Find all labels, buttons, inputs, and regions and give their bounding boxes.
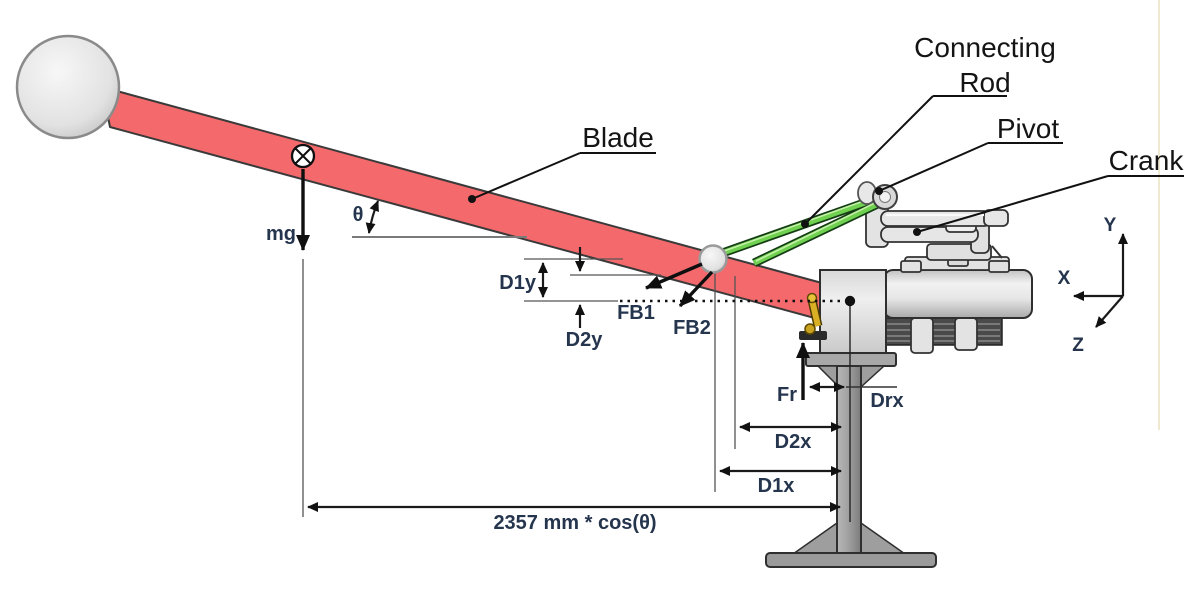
gusset-left (790, 521, 838, 555)
horizontal-dimensions: D2x D1x 2357 mm * cos(θ) (307, 422, 842, 534)
theta-arc (365, 200, 380, 234)
motor-foot-right (954, 317, 978, 351)
motor-body (883, 269, 1033, 319)
coordinate-axes: Y X Z (1058, 215, 1128, 356)
z-axis-arrow (1095, 295, 1124, 328)
weight-annotation: mg (266, 143, 316, 517)
crank-bar-upper (880, 210, 992, 227)
callout-blade: Blade (468, 122, 656, 203)
drx-label: Drx (870, 390, 903, 412)
mount-clamp (799, 331, 827, 340)
pedestal (765, 352, 937, 568)
blade-label: Blade (582, 122, 654, 153)
gusset-right (860, 521, 908, 555)
motor-foot-left (910, 317, 934, 354)
y-axis-label: Y (1104, 215, 1117, 236)
fb2-arrow (678, 270, 714, 308)
callout-pivot: Pivot (875, 113, 1063, 195)
fb2-label: FB2 (673, 317, 711, 339)
crank-label: Crank (1109, 145, 1185, 176)
mg-label: mg (266, 223, 296, 245)
fr-label: Fr (777, 384, 797, 406)
theta-label: θ (353, 204, 364, 226)
vertical-dimensions: D1y D2y (499, 247, 661, 351)
fb1-label: FB1 (617, 302, 655, 324)
adjuster-link (804, 292, 823, 335)
blade-force-arrows: FB1 FB2 (617, 262, 714, 339)
gearbox-block (819, 269, 887, 354)
angle-annotation: θ (352, 200, 527, 238)
d2y-label: D2y (566, 329, 604, 351)
connecting-rod-label-2: Rod (959, 67, 1010, 98)
crank-assembly (865, 204, 1010, 273)
connecting-rod (709, 191, 886, 268)
motor-assembly (799, 269, 1033, 354)
span-label: 2357 mm * cos(θ) (493, 512, 656, 534)
blade-ball-joint (698, 244, 728, 274)
d1y-label: D1y (499, 272, 537, 294)
pedestal-flange (805, 352, 897, 367)
blade-bar (101, 86, 834, 324)
pedestal-column (836, 365, 862, 557)
fb1-arrow (645, 262, 703, 290)
z-axis-label: Z (1072, 335, 1084, 356)
axis-reference-dot (844, 295, 856, 307)
callout-crank: Crank (913, 145, 1184, 236)
d2x-label: D2x (775, 431, 812, 453)
pivot-joint (857, 181, 898, 210)
x-axis-label: X (1058, 268, 1071, 289)
connecting-rod-label-1: Connecting (914, 32, 1056, 63)
reference-axis-line (620, 295, 856, 522)
pedestal-base (765, 552, 937, 568)
d1x-label: D1x (758, 475, 795, 497)
counterweight-ball (15, 34, 121, 140)
callout-connecting-rod: Connecting Rod (801, 32, 1056, 228)
reaction-dimensions: Fr Drx (777, 342, 904, 412)
pivot-label: Pivot (997, 113, 1059, 144)
